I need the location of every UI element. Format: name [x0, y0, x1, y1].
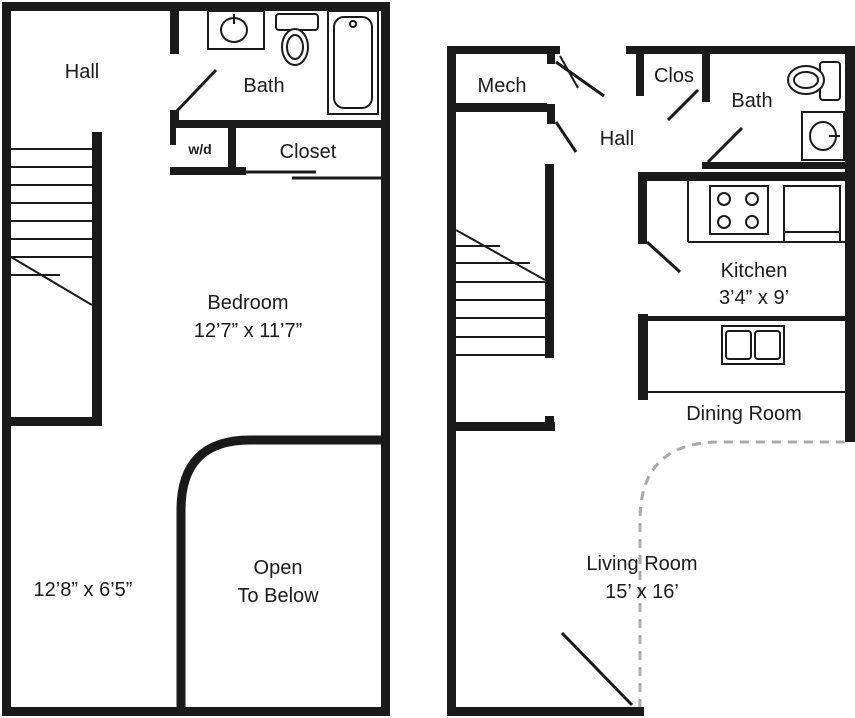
stove-icon: [709, 185, 769, 235]
mech-door-b: [554, 121, 578, 153]
loft-size: 12’8” x 6’5”: [34, 579, 133, 601]
lower-wall-left: [447, 46, 456, 716]
peninsula-wall: [638, 314, 648, 400]
lower-stair-post: [545, 416, 554, 430]
lower-stair-wall: [545, 164, 554, 358]
kitchen-wall-top: [638, 172, 852, 181]
lower-wall-top-left: [447, 46, 560, 54]
mech-door-a: [555, 60, 605, 98]
upper-toilet-tank-icon: [275, 13, 319, 31]
wd-wall-left: [170, 125, 176, 145]
upper-bath-wall-left: [170, 10, 179, 54]
upper-wall-bottom: [2, 707, 390, 716]
closet-label: Closet: [280, 141, 337, 163]
clos-wall-left: [636, 46, 644, 96]
upper-bath-label: Bath: [243, 75, 284, 97]
lower-wall-top-right: [626, 46, 855, 54]
upper-wall-left: [2, 2, 11, 716]
bedroom-size: 12’7” x 11’7”: [194, 320, 303, 342]
dining-label: Dining Room: [686, 403, 802, 425]
upper-stair-wall: [92, 132, 102, 424]
mech-wall-bottom: [447, 103, 547, 112]
wd-wall-right: [228, 125, 236, 173]
lower-bath-wall-bottom: [702, 162, 852, 169]
bedroom-label: Bedroom: [207, 292, 288, 314]
lower-wall-bottom-right: [632, 707, 644, 716]
lower-bath-door: [706, 126, 744, 164]
kitchen-size: 3’4” x 9’: [719, 287, 789, 309]
mech-label: Mech: [478, 75, 527, 97]
wd-wall-bottom: [170, 167, 246, 175]
lower-wall-bottom-left: [447, 707, 639, 716]
fridge-icon: [783, 185, 841, 243]
clos-wall-right: [702, 46, 710, 102]
lower-wall-right: [845, 46, 855, 442]
clos-door: [666, 88, 700, 122]
open-above-outline: [638, 440, 845, 708]
wd-label: w/d: [187, 141, 211, 157]
mech-wall-right-top: [547, 46, 555, 64]
open-to-below-railing: [176, 435, 381, 707]
mech-wall-right-low: [547, 104, 555, 124]
lower-floor: Mech Clos Hall Bath Kitchen 3’4” x 9’ Di…: [447, 46, 855, 716]
lower-landing-wall: [447, 422, 555, 431]
lower-stair-treads: [455, 229, 546, 356]
kitchen-door: [645, 240, 682, 274]
peninsula-top: [638, 316, 848, 321]
upper-bath-wall-bottom: [170, 120, 385, 128]
lower-hall-label: Hall: [600, 128, 634, 150]
upper-floor: Hall Bath w/d Closet Bedroom 12’7” x 11’…: [2, 2, 390, 716]
clos-label: Clos: [654, 65, 694, 87]
upper-hall-label: Hall: [65, 61, 99, 83]
upper-wall-top: [2, 2, 390, 11]
upper-wall-right: [381, 2, 390, 716]
upper-landing-wall: [2, 417, 102, 426]
entry-door: [560, 631, 634, 707]
to-below-label: To Below: [237, 585, 319, 607]
upper-bath-door: [174, 68, 218, 114]
living-size: 15’ x 16’: [605, 581, 679, 603]
upper-stair-treads: [10, 148, 93, 306]
lower-bath-label: Bath: [731, 90, 772, 112]
open-label: Open: [254, 557, 303, 579]
upper-bath-wall-left-lower: [170, 110, 179, 128]
kitchen-label: Kitchen: [721, 260, 788, 282]
living-label: Living Room: [586, 553, 697, 575]
kitchen-wall-left: [638, 172, 647, 244]
